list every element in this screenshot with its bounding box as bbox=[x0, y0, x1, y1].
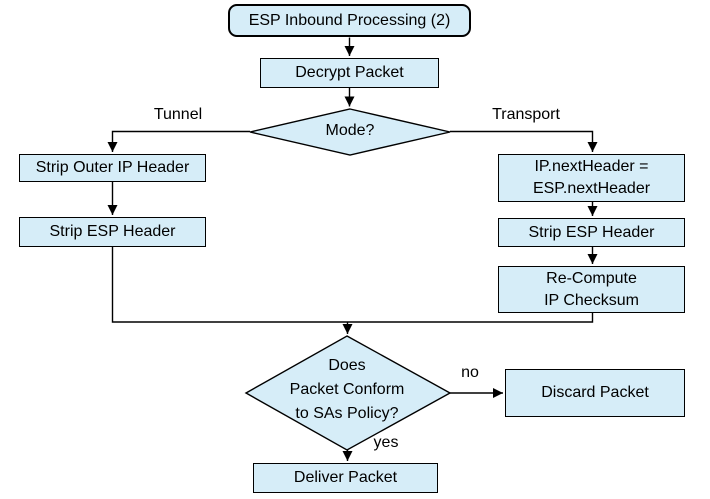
node-start: ESP Inbound Processing (2) bbox=[228, 4, 471, 37]
node-strip-esp-header-tunnel: Strip ESP Header bbox=[19, 217, 206, 247]
node-ip-nextheader-assignment: IP.nextHeader = ESP.nextHeader bbox=[498, 154, 685, 202]
node-strip-outer-ip-header: Strip Outer IP Header bbox=[19, 154, 206, 182]
node-policy-shape bbox=[244, 335, 452, 451]
node-decrypt-packet: Decrypt Packet bbox=[260, 58, 439, 88]
edge-merge-line bbox=[111, 247, 594, 323]
node-discard-packet: Discard Packet bbox=[505, 369, 685, 417]
edge-mode-transport bbox=[450, 130, 598, 152]
edge-label-no: no bbox=[461, 364, 479, 381]
node-mode-shape bbox=[249, 108, 451, 156]
node-strip-esp-header-transport: Strip ESP Header bbox=[498, 218, 685, 247]
node-recompute-ip-checksum: Re-Compute IP Checksum bbox=[498, 266, 685, 313]
edge-label-yes: yes bbox=[373, 434, 399, 451]
edge-label-transport: Transport bbox=[492, 106, 560, 123]
edge-label-tunnel: Tunnel bbox=[153, 106, 203, 123]
node-deliver-packet: Deliver Packet bbox=[253, 463, 438, 493]
edge-mode-tunnel bbox=[107, 130, 250, 152]
